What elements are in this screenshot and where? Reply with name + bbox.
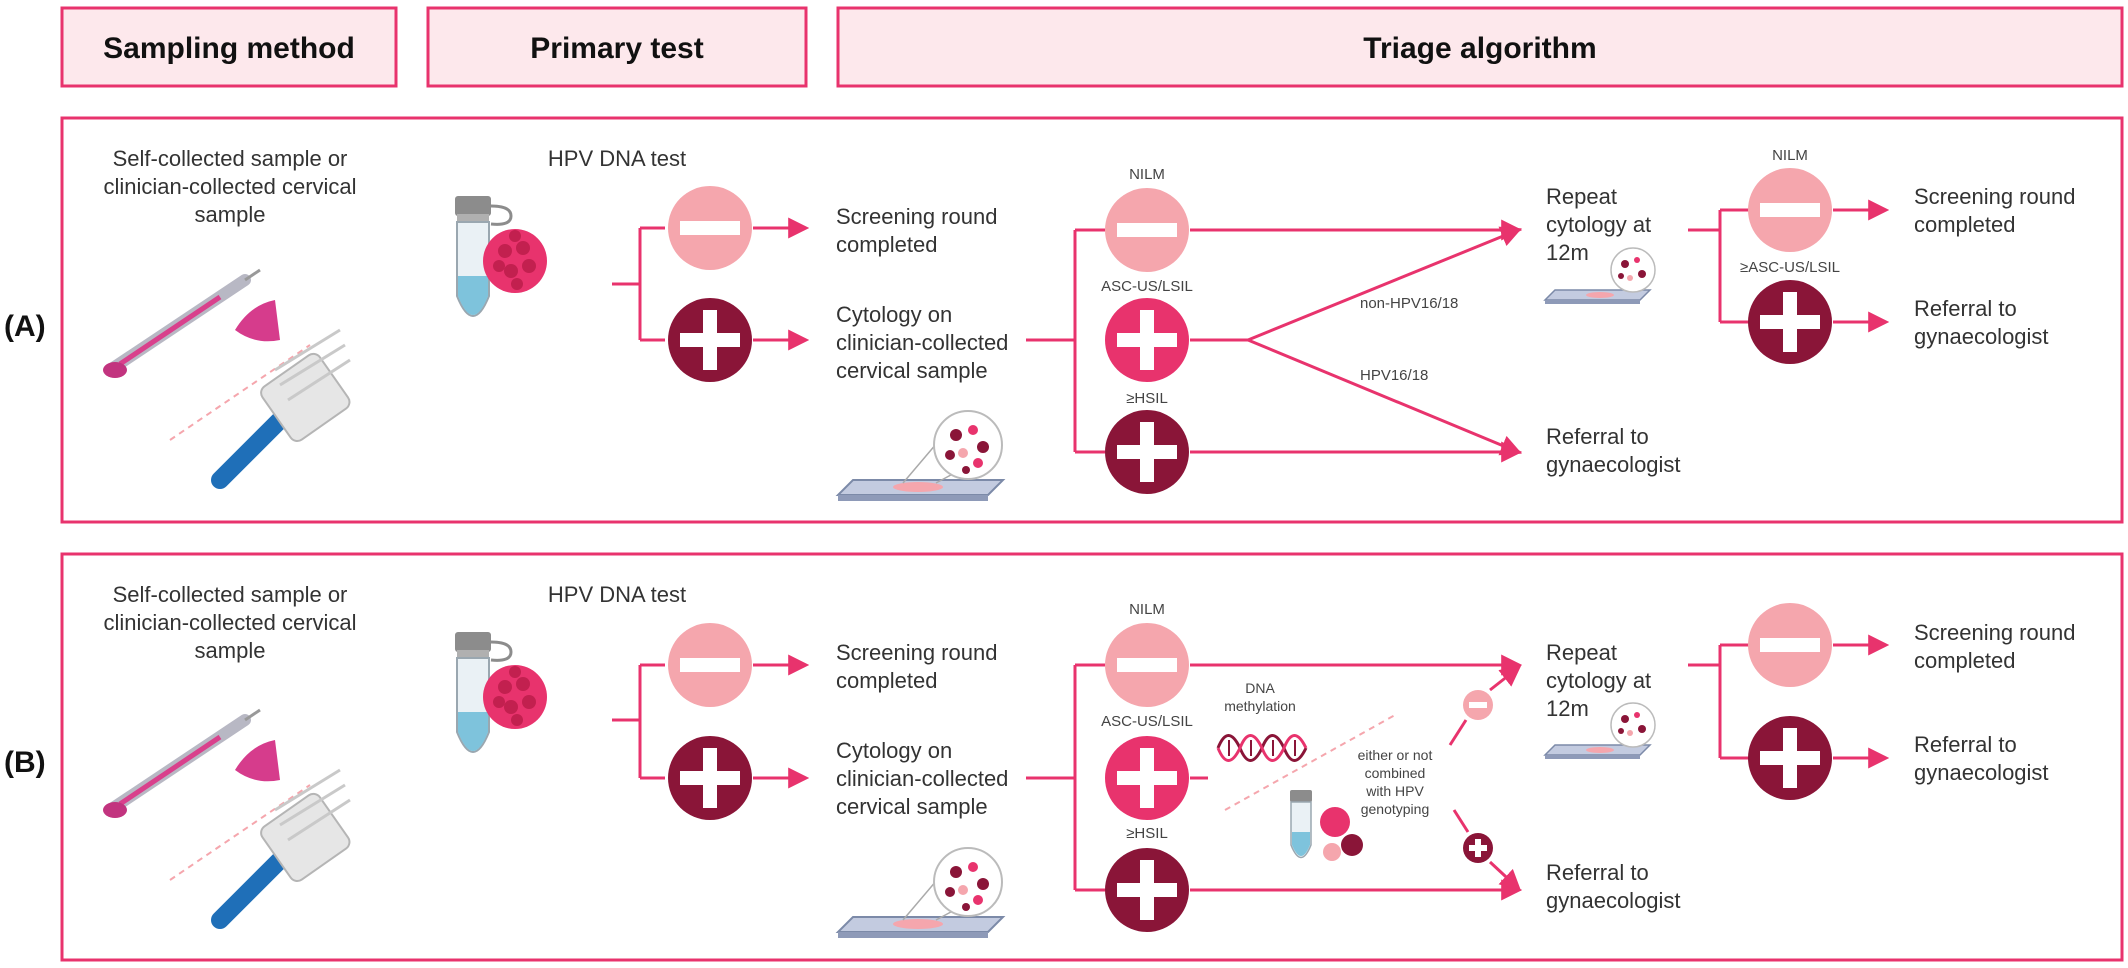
panel-b-dna-line1: DNA [1245, 680, 1275, 696]
panel-a-negative-icon [668, 186, 752, 270]
panel-a-cytology-line1: Cytology on [836, 302, 952, 327]
panel-a-screening-right-line1: Screening round [1914, 184, 2075, 209]
panel-a-repeat-line2: cytology at [1546, 212, 1651, 237]
panel-b-screening-line2: completed [836, 668, 938, 693]
panel-a-repeat-line1: Repeat [1546, 184, 1617, 209]
panel-b-genotyping-tube-icon [1290, 790, 1363, 861]
panel-b-hsil: ≥HSIL [1126, 825, 1168, 842]
panel-b-screening-right-line1: Screening round [1914, 620, 2075, 645]
panel-b-repeat-line1: Repeat [1546, 640, 1617, 665]
panel-a-sample-line2: clinician-collected cervical [103, 174, 356, 199]
panel-b-tube-virus-icon [453, 630, 549, 754]
panel-b-screening-right-line2: completed [1914, 648, 2016, 673]
panel-b-referral-line1: Referral to [1546, 860, 1649, 885]
panel-b-asc-us: ASC-US/LSIL [1101, 713, 1193, 730]
panel-b-dna-line2: methylation [1224, 698, 1296, 714]
panel-b-sample-line1: Self-collected sample or [113, 582, 348, 607]
panel-b-cytology-line2: clinician-collected [836, 766, 1008, 791]
panel-b-slide-icon [837, 847, 1004, 939]
panel-b-sample-devices-icon [103, 710, 353, 920]
panel-a-tube-virus-icon [453, 194, 549, 318]
panel-b-either-line3: with HPV [1365, 783, 1424, 799]
panel-a-referral-line1: Referral to [1546, 424, 1649, 449]
panel-a-screening-line2: completed [836, 232, 938, 257]
header-primary: Primary test [530, 32, 703, 65]
panel-a-referral-line2: gynaecologist [1546, 452, 1681, 477]
panel-b-either-line2: combined [1365, 765, 1426, 781]
panel-b-nilm-right-icon [1748, 603, 1832, 687]
panel-b-right-connectors [1688, 643, 1750, 760]
panel-b-label: (B) [4, 746, 46, 779]
panel-a-sample-line1: Self-collected sample or [113, 146, 348, 171]
panel-b-negative-icon [668, 623, 752, 707]
panel-a-asc-right-icon [1748, 280, 1832, 364]
panel-a-nilm-right: NILM [1772, 147, 1808, 164]
panel-b-nilm-icon [1105, 623, 1189, 707]
panel-b-hsil-icon [1105, 848, 1189, 932]
panel-a-hsil: ≥HSIL [1126, 390, 1168, 407]
panel-a-nilm-right-icon [1748, 168, 1832, 252]
panel-b-asc-us-icon [1105, 736, 1189, 820]
panel-b-cytology-line3: cervical sample [836, 794, 988, 819]
panel-a-hpv-test: HPV DNA test [548, 146, 686, 171]
panel-b-either-line4: genotyping [1361, 801, 1430, 817]
panel-b-primary-connectors [612, 663, 665, 780]
panel-a-right-connectors [1688, 208, 1750, 324]
panel-a-repeat-line3: 12m [1546, 240, 1589, 265]
panel-a-triage-connectors [1026, 228, 1105, 454]
panel-a-box [60, 116, 2124, 524]
panel-a-non-hpv: non-HPV16/18 [1360, 295, 1458, 312]
panel-b-cytology-line1: Cytology on [836, 738, 952, 763]
panel-b-sample-line2: clinician-collected cervical [103, 610, 356, 635]
panel-b-either-line1: either or not [1358, 747, 1433, 763]
panel-a-screening-right-line2: completed [1914, 212, 2016, 237]
panel-b-screening-line1: Screening round [836, 640, 997, 665]
panel-a-primary-connectors [612, 226, 665, 342]
panel-b-referral-line2: gynaecologist [1546, 888, 1681, 913]
header-triage: Triage algorithm [1363, 32, 1596, 65]
panel-b-sample-line3: sample [195, 638, 266, 663]
panel-b-repeat-line2: cytology at [1546, 668, 1651, 693]
panel-a-sample-devices-icon [103, 270, 353, 480]
panel-b-hpv-test: HPV DNA test [548, 582, 686, 607]
panel-b-box [60, 552, 2124, 962]
panel-b-triage-connectors [1026, 663, 1105, 892]
panel-b-asc-right-icon [1748, 716, 1832, 800]
panel-b-referral-right-line1: Referral to [1914, 732, 2017, 757]
header-triage-box [836, 6, 2124, 88]
panel-b-positive-icon [668, 736, 752, 820]
panel-a-hpv1618: HPV16/18 [1360, 367, 1428, 384]
panel-a-referral-right-line2: gynaecologist [1914, 324, 2049, 349]
panel-a-positive-icon [668, 298, 752, 382]
panel-a-asc-us: ASC-US/LSIL [1101, 278, 1193, 295]
panel-a-referral-right-line1: Referral to [1914, 296, 2017, 321]
header-primary-box [426, 6, 808, 88]
panel-b-nilm: NILM [1129, 601, 1165, 618]
header-sampling-box [60, 6, 398, 88]
panel-b-repeat-line3: 12m [1546, 696, 1589, 721]
panel-a-nilm: NILM [1129, 166, 1165, 183]
panel-a-cytology-line2: clinician-collected [836, 330, 1008, 355]
panel-a-slide-icon [837, 410, 1004, 502]
header-sampling: Sampling method [103, 32, 355, 65]
panel-a-screening-line1: Screening round [836, 204, 997, 229]
dna-helix-icon [1216, 734, 1308, 762]
panel-a-label: (A) [4, 310, 46, 343]
panel-a-sample-line3: sample [195, 202, 266, 227]
panel-a-asc-right: ≥ASC-US/LSIL [1740, 259, 1840, 276]
panel-b-referral-right-line2: gynaecologist [1914, 760, 2049, 785]
panel-a-cytology-line3: cervical sample [836, 358, 988, 383]
panel-a-hsil-icon [1105, 410, 1189, 494]
panel-a-asc-us-icon [1105, 298, 1189, 382]
panel-a-nilm-icon [1105, 188, 1189, 272]
